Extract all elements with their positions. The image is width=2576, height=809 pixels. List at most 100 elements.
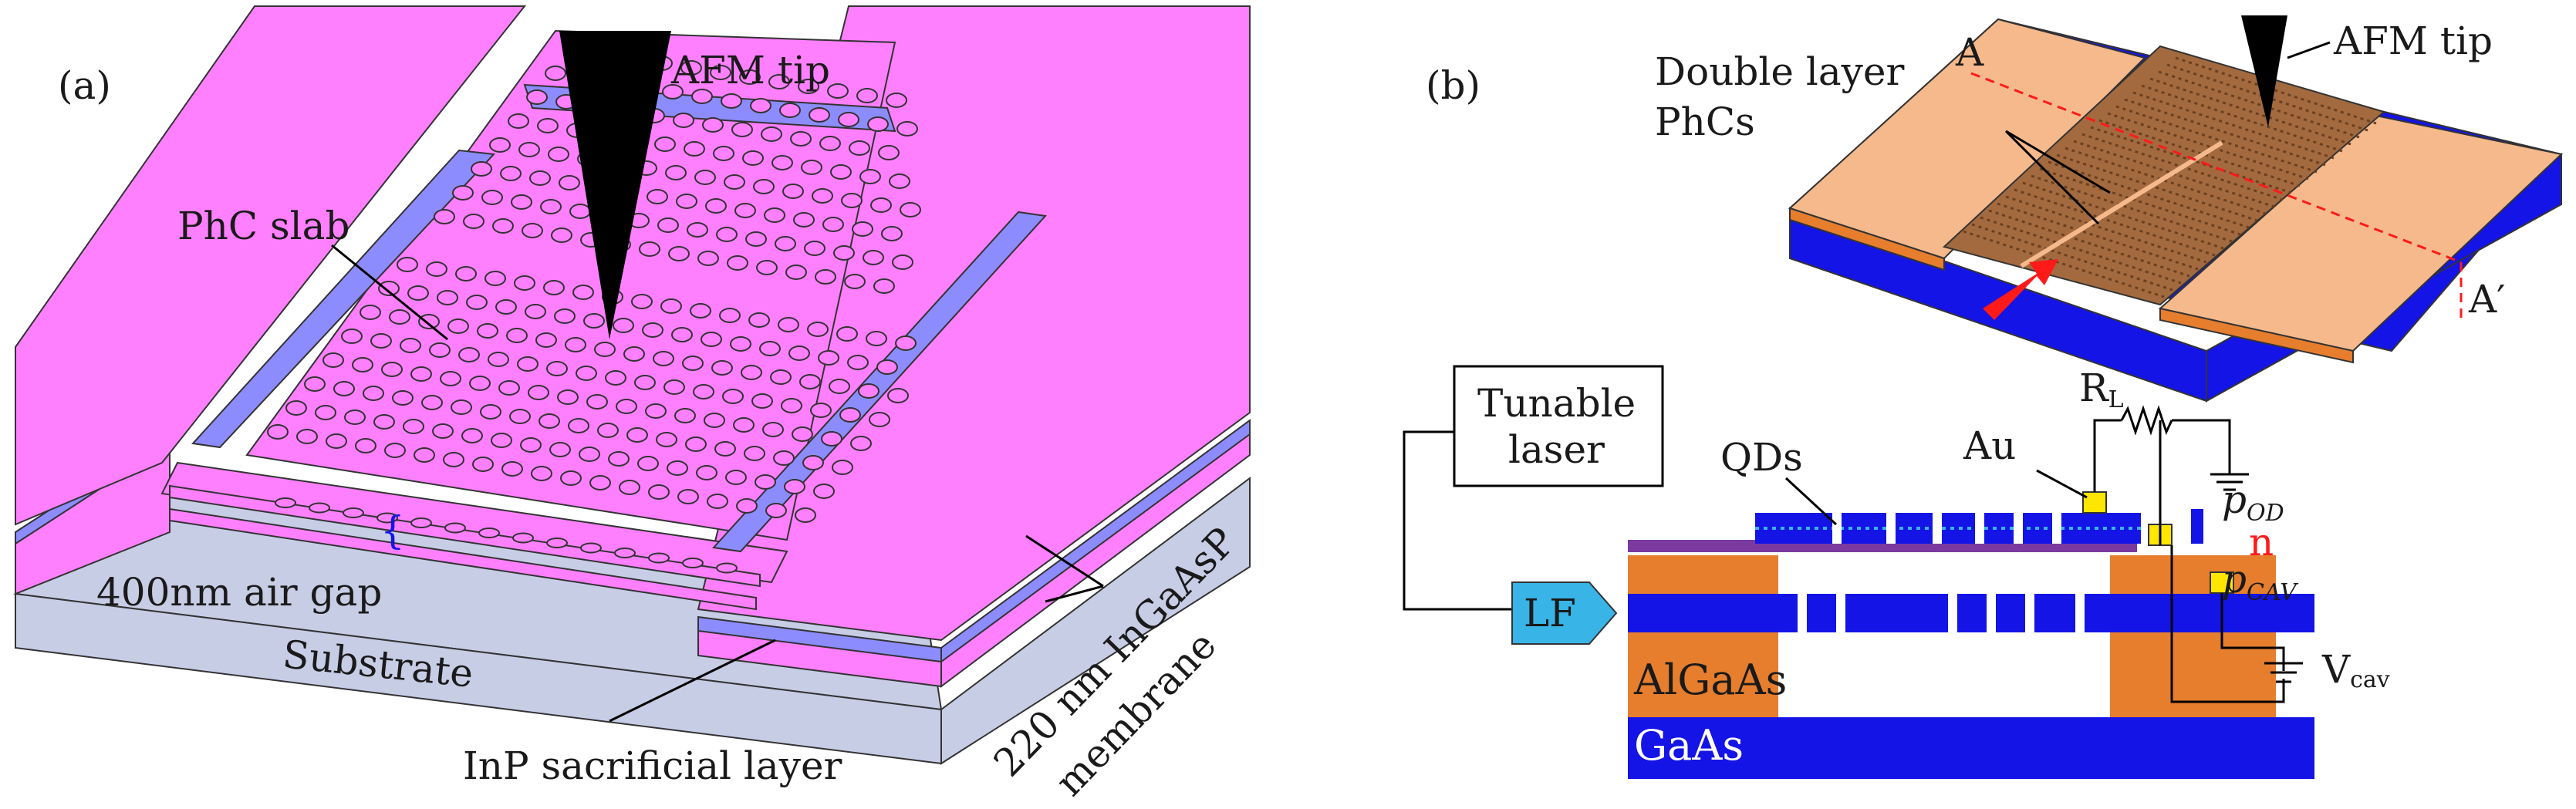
qds-label: QDs — [1720, 435, 1803, 480]
phc-hole — [821, 431, 842, 447]
phc-hole — [721, 93, 742, 109]
phc-hole — [878, 145, 900, 160]
phc-hole — [403, 419, 424, 434]
phc-hole — [802, 455, 824, 470]
gap-hole — [682, 558, 704, 568]
rl-sub: L — [2108, 386, 2124, 413]
afm-tip-leader-b — [2287, 41, 2331, 59]
au-contact — [2082, 491, 2107, 514]
phc-hole — [560, 470, 582, 486]
phc-hole — [397, 257, 418, 272]
phc-hole — [355, 438, 376, 453]
phc-hole — [818, 350, 839, 366]
gap-hole — [546, 538, 568, 548]
au-leader — [2036, 469, 2088, 499]
panel-a-tag: (a) — [58, 63, 111, 108]
phc-hole — [839, 407, 861, 423]
phc-hole — [451, 399, 472, 415]
double-layer-label-2: PhCs — [1655, 99, 1755, 144]
gap-hole — [444, 522, 466, 534]
left-pad-front — [1789, 207, 1945, 271]
phc-hole — [432, 423, 454, 439]
phc-hole — [333, 381, 355, 396]
phc-hole — [656, 432, 677, 447]
phc-hole — [850, 436, 872, 451]
rl-main: R — [2079, 366, 2109, 410]
phc-hole — [705, 198, 727, 214]
phc-hole — [804, 241, 825, 256]
phc-hole — [634, 375, 656, 390]
phc-hole — [782, 184, 804, 199]
phc-hole — [795, 507, 816, 523]
phc-hole — [498, 380, 520, 396]
phc-hole — [642, 322, 663, 338]
tunable-laser-label-1: Tunable — [1477, 381, 1636, 426]
phc-hole — [528, 385, 549, 400]
gap-hole — [275, 497, 296, 508]
phc-hole — [736, 498, 758, 514]
gap-hole — [512, 532, 534, 544]
phc-hole — [597, 423, 619, 438]
tunable-laser-label-2: laser — [1508, 427, 1605, 472]
vcav-label: Vcav — [2321, 647, 2390, 693]
phc-hole — [447, 319, 469, 334]
phc-hole — [500, 166, 522, 181]
phc-hole — [378, 281, 400, 296]
phc-hole — [870, 197, 892, 213]
phc-hole — [619, 480, 640, 495]
phc-hole — [472, 457, 494, 472]
input-arrow — [1983, 259, 2058, 320]
phc-hole — [869, 412, 890, 427]
resistor — [2120, 405, 2173, 436]
phc-hole — [892, 254, 913, 270]
phc-hole — [781, 398, 802, 413]
phc-hole — [676, 194, 697, 209]
phc-hole — [545, 66, 566, 81]
gap-hole — [410, 517, 432, 528]
phc-hole — [645, 403, 667, 419]
phc-hole — [770, 369, 792, 385]
gap-hole — [343, 507, 364, 518]
gap-hole — [376, 512, 398, 524]
rl-label: RL — [2079, 366, 2124, 413]
phc-hole — [477, 323, 498, 339]
phc-texture-line — [1997, 202, 2199, 271]
phc-hole — [568, 418, 589, 433]
phc-hole — [863, 250, 884, 265]
phc-texture-line — [2124, 98, 2326, 167]
phc-hole — [370, 333, 392, 349]
phc-hole — [572, 285, 594, 300]
panel-b-tag: (b) — [1426, 63, 1480, 108]
upper-slab-holes — [1832, 513, 2061, 544]
phc-hole — [543, 280, 565, 295]
air-gap-brace: { — [380, 508, 405, 553]
phc-hole — [812, 188, 833, 204]
phc-hole — [514, 275, 535, 291]
side-blue-stub — [2191, 509, 2203, 544]
phc-hole — [753, 179, 775, 194]
phc-hole — [725, 470, 747, 485]
phc-hole — [579, 447, 600, 462]
phc-hole — [538, 413, 560, 429]
phc-hole — [690, 303, 711, 319]
afm-tip-b — [2241, 15, 2287, 127]
vcav-main: V — [2321, 647, 2351, 692]
phc-hole — [844, 274, 866, 289]
lower-slab-holes — [1798, 594, 2085, 632]
pcav-contact — [2210, 571, 2234, 594]
phc-hole — [434, 209, 455, 224]
phc-hole — [471, 161, 492, 177]
phc-texture-line — [2022, 181, 2224, 250]
phc-hole — [750, 98, 771, 113]
phc-hole — [535, 332, 557, 348]
phc-hole — [501, 461, 523, 477]
phc-hole — [452, 185, 474, 201]
phc-hole — [759, 341, 781, 356]
phc-hole — [463, 214, 484, 229]
membrane-top-left — [15, 5, 527, 526]
phc-hole — [594, 342, 616, 357]
phc-hole — [832, 460, 853, 475]
phc-hole — [511, 194, 532, 210]
phc-hole — [830, 164, 852, 180]
double-layer-leader-1 — [2005, 130, 2111, 194]
